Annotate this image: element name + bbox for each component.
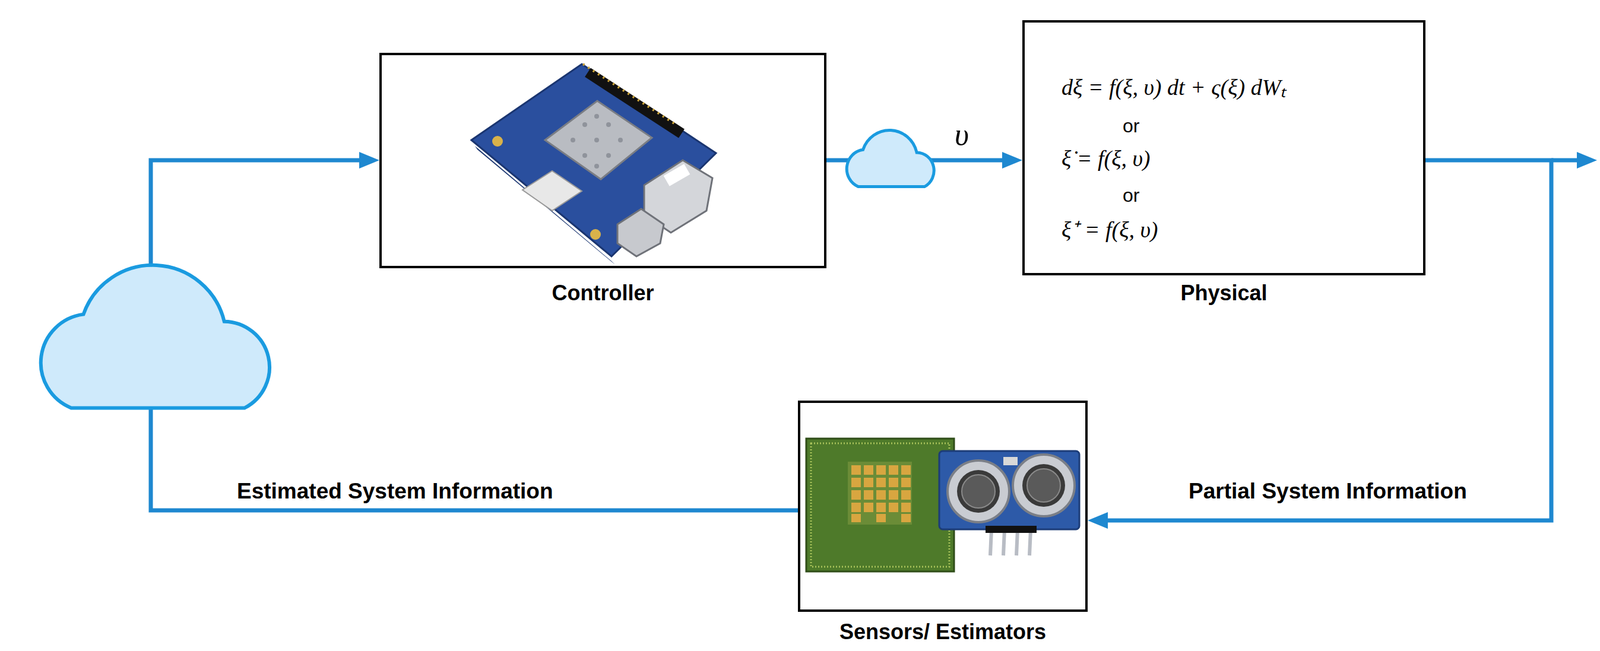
edge-label: Estimated System Information [234,479,556,505]
connector [522,170,582,211]
or-text: or [1122,115,1140,138]
equation: dξ = f(ξ, υ) dt + ς(ξ) dWₜ [1061,74,1286,101]
sensor-pins [990,529,1031,556]
rf-shield [545,100,652,180]
pin-strip [985,526,1037,534]
or-text: or [1122,184,1140,207]
ultrasonic-transducers [947,454,1075,523]
cpu-contacts [851,465,911,523]
shield-holes [570,113,623,169]
connector-arrow [1105,160,1552,521]
cpu-core [847,461,912,525]
crystal [1003,457,1018,466]
sticker [663,163,691,186]
box-heading: Sensors/ Estimators [752,619,1133,645]
equation: ξ⁺ = f(ξ, υ) [1061,217,1159,244]
cpu-pads [810,443,950,567]
cloud-icon [838,122,944,189]
sensors-box: Sensors/ Estimators [797,400,1088,613]
controller-box: Controller [379,52,827,269]
output-arrow [1551,158,1580,163]
equation: ξ̇ = f(ξ, υ) [1061,146,1151,173]
edge-label: Partial System Information [1186,479,1470,505]
usb-port [617,208,664,257]
cpu-substrate [806,438,955,572]
cloud-shape [40,265,270,409]
cloud-shape [846,130,934,187]
mount-hole [590,229,601,240]
header-pins [583,64,677,126]
physical-box: dξ = f(ξ, υ) dt + ς(ξ) dWₜ or ξ̇ = f(ξ, υ)… [1022,20,1426,276]
ultrasonic-board [939,451,1080,530]
cloud-icon [20,245,296,414]
box-heading: Physical [977,280,1471,306]
box-heading: Controller [334,280,872,306]
pcb [471,64,716,257]
edge-label: υ [952,116,972,152]
mount-hole [492,135,503,147]
